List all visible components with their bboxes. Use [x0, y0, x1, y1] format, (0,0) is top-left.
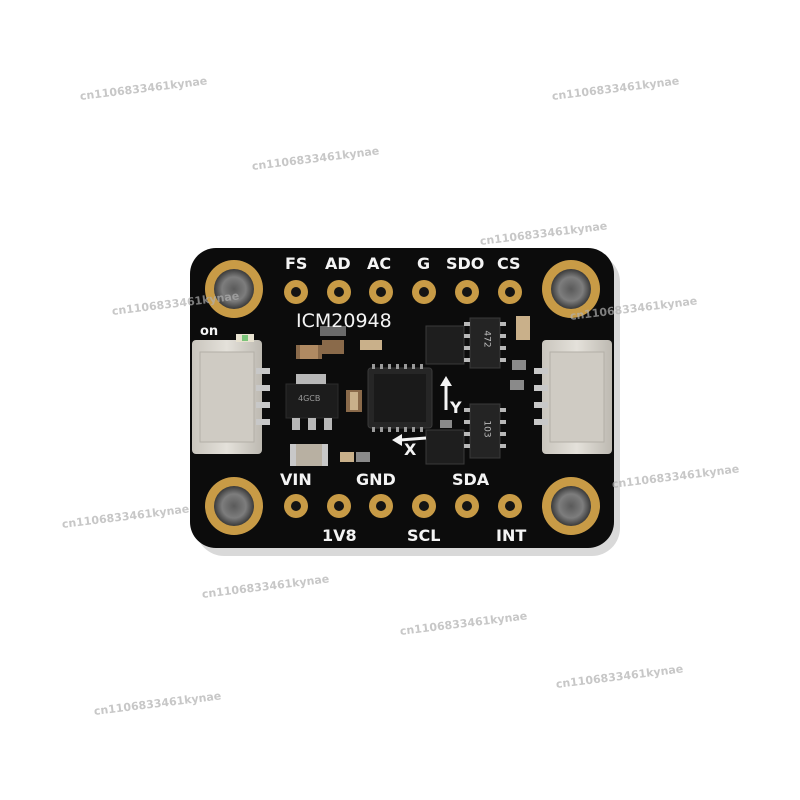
- pin-label-int: INT: [496, 526, 527, 545]
- sensor-chip: [367, 364, 433, 432]
- passive-components: [290, 316, 530, 466]
- pin-label-1v8: 1V8: [322, 526, 357, 545]
- level-shifter-top: [425, 317, 506, 369]
- top-pin-pads: [284, 280, 522, 304]
- axis-arrows: [392, 376, 452, 446]
- mounting-hole-bottom-right: [542, 477, 600, 535]
- pin-label-cs: CS: [497, 254, 521, 273]
- power-led-label: on: [200, 324, 219, 339]
- ic-marking-103: 103: [481, 420, 492, 438]
- pin-label-scl: SCL: [407, 526, 441, 545]
- pin-label-sda: SDA: [452, 470, 490, 489]
- stemma-connector-left: [192, 340, 270, 454]
- axis-y-label: Y: [450, 398, 462, 417]
- level-shifter-bottom: [425, 403, 506, 465]
- axis-x-label: X: [404, 440, 417, 459]
- mounting-hole-bottom-left: [205, 477, 263, 535]
- pin-label-ad: AD: [325, 254, 351, 273]
- voltage-regulator: [285, 374, 339, 430]
- pin-label-ac: AC: [367, 254, 392, 273]
- pin-label-g: G: [417, 254, 431, 273]
- power-led: [236, 334, 254, 342]
- mounting-hole-top-right: [542, 260, 600, 318]
- pin-label-vin: VIN: [280, 470, 312, 489]
- chip-label: ICM20948: [296, 310, 392, 332]
- pin-label-fs: FS: [285, 254, 308, 273]
- stemma-connector-right: [534, 340, 612, 454]
- pin-label-gnd: GND: [356, 470, 396, 489]
- bottom-pin-pads: [284, 494, 522, 518]
- mounting-hole-top-left: [205, 260, 263, 318]
- pin-label-sdo: SDO: [446, 254, 485, 273]
- ic-marking-472: 472: [481, 330, 492, 348]
- regulator-marking: 4GCB: [298, 394, 321, 403]
